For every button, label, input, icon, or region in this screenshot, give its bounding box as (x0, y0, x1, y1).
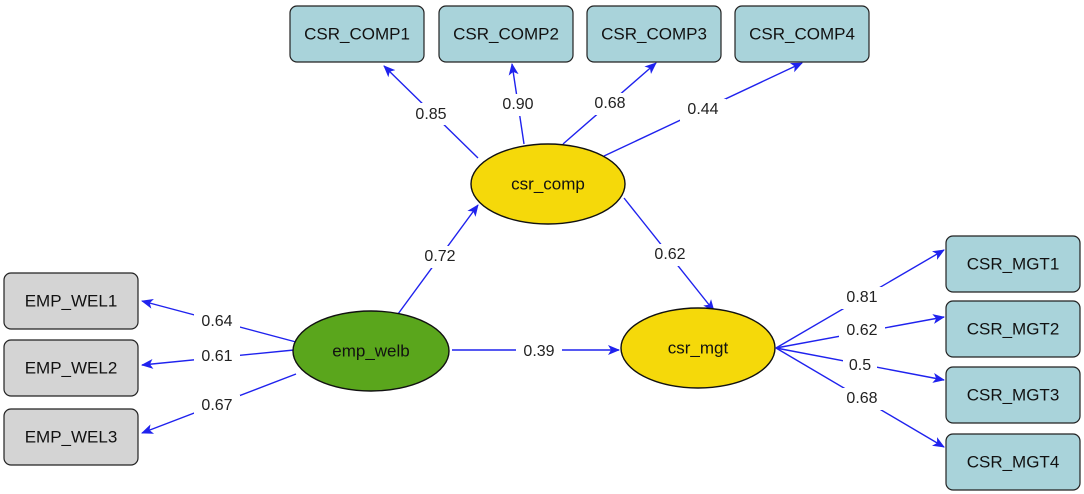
indicators-csr-mgt: CSR_MGT1 CSR_MGT2 CSR_MGT3 CSR_MGT4 (945, 235, 1081, 491)
indicator-label: CSR_COMP2 (453, 24, 559, 43)
indicator-label: CSR_MGT4 (967, 452, 1060, 471)
loading-value: 0.90 (502, 96, 533, 113)
indicator-emp-wel2: EMP_WEL2 (3, 339, 139, 397)
path-coefficient-emp-welb-to-csr-mgt: 0.39 (523, 343, 554, 360)
loading-value: 0.81 (846, 289, 877, 306)
indicator-label: EMP_WEL2 (25, 358, 118, 377)
indicator-label: CSR_COMP4 (749, 24, 855, 43)
indicator-csr-comp4: CSR_COMP4 (734, 5, 870, 63)
latent-label: emp_welb (332, 341, 410, 360)
latent-csr-mgt: csr_mgt (620, 307, 776, 389)
latent-label: csr_comp (511, 174, 585, 193)
loading-value: 0.61 (201, 348, 232, 365)
latent-label: csr_mgt (668, 338, 729, 357)
loading-value: 0.64 (201, 313, 232, 330)
loading-value: 0.5 (849, 357, 871, 374)
loading-value: 0.67 (201, 397, 232, 414)
latent-emp-welb: emp_welb (292, 310, 450, 392)
indicator-csr-mgt3: CSR_MGT3 (945, 366, 1081, 424)
indicator-label: EMP_WEL3 (25, 427, 118, 446)
path-coefficient-csr-comp-to-csr-mgt: 0.62 (654, 246, 685, 263)
path-coefficient-emp-welb-to-csr-comp: 0.72 (424, 248, 455, 265)
loading-value: 0.68 (594, 95, 625, 112)
indicator-csr-comp2: CSR_COMP2 (438, 5, 574, 63)
indicator-label: CSR_COMP3 (601, 24, 707, 43)
indicators-emp-welb: EMP_WEL1 EMP_WEL2 EMP_WEL3 (3, 272, 139, 466)
indicator-csr-comp3: CSR_COMP3 (586, 5, 722, 63)
indicator-label: CSR_MGT3 (967, 385, 1060, 404)
indicator-label: CSR_COMP1 (304, 24, 410, 43)
loading-value: 0.62 (846, 322, 877, 339)
indicator-label: EMP_WEL1 (25, 291, 118, 310)
indicators-csr-comp: CSR_COMP1 CSR_COMP2 CSR_COMP3 CSR_COMP4 (289, 5, 870, 63)
indicator-csr-mgt1: CSR_MGT1 (945, 235, 1081, 293)
indicator-csr-mgt4: CSR_MGT4 (945, 433, 1081, 491)
loading-value: 0.44 (687, 101, 718, 118)
indicator-label: CSR_MGT1 (967, 254, 1060, 273)
loading-value: 0.85 (415, 106, 446, 123)
indicator-label: CSR_MGT2 (967, 319, 1060, 338)
indicator-emp-wel1: EMP_WEL1 (3, 272, 139, 330)
coefficients: 0.85 0.90 0.68 0.44 0.64 0.61 0.67 0.81 … (194, 93, 885, 417)
indicator-csr-comp1: CSR_COMP1 (289, 5, 425, 63)
loading-value: 0.68 (846, 390, 877, 407)
path-lines (141, 62, 945, 448)
latent-csr-comp: csr_comp (470, 143, 626, 225)
indicator-emp-wel3: EMP_WEL3 (3, 408, 139, 466)
indicator-csr-mgt2: CSR_MGT2 (945, 300, 1081, 358)
